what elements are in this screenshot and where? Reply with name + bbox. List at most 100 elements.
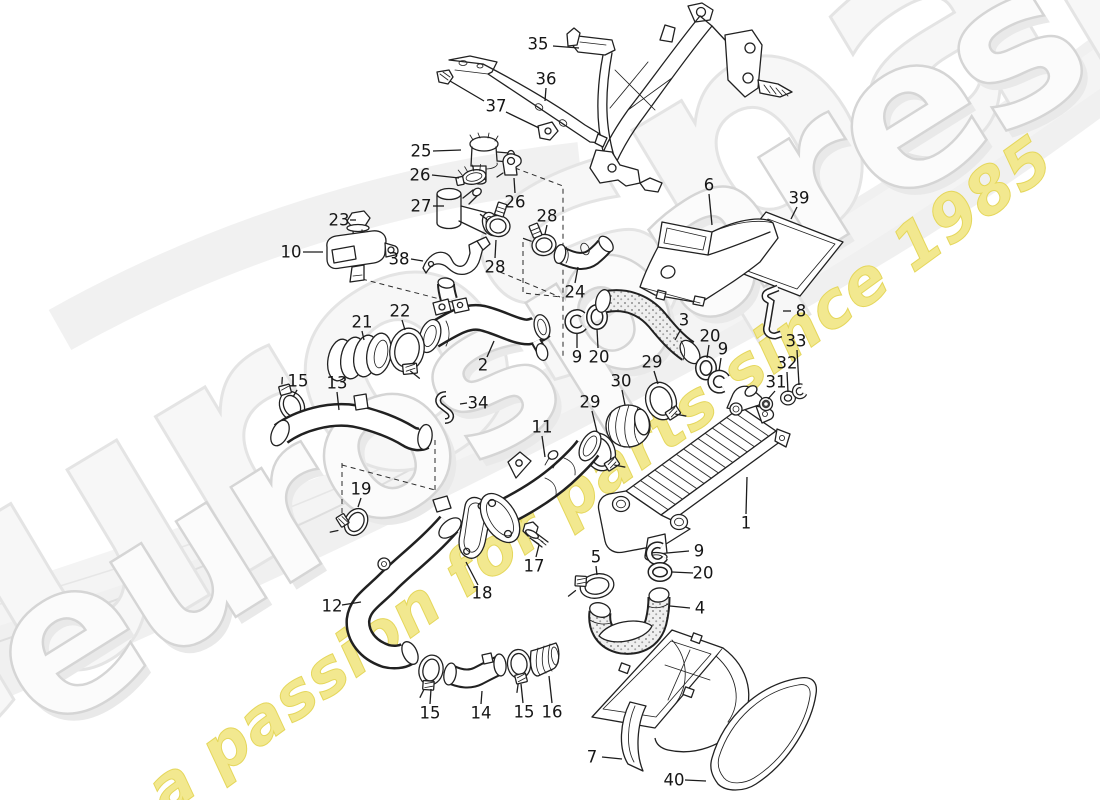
callout-15a[interactable]: 15 [288, 372, 309, 398]
callout-10[interactable]: 10 [281, 243, 324, 262]
svg-text:39: 39 [789, 189, 810, 208]
callout-31[interactable]: 31 [766, 373, 787, 400]
callout-40[interactable]: 40 [664, 771, 707, 790]
part-17-bolt [522, 521, 549, 548]
callout-36[interactable]: 36 [536, 70, 557, 102]
svg-text:28: 28 [485, 258, 506, 277]
watermark-swoosh [0, 444, 431, 605]
svg-text:19: 19 [351, 480, 372, 499]
callout-1[interactable]: 1 [741, 476, 752, 533]
part-15-clamp [418, 654, 444, 698]
callout-28a[interactable]: 28 [537, 207, 558, 235]
callout-12[interactable]: 12 [322, 597, 362, 616]
construction-lines [341, 167, 564, 517]
part-26-clip [496, 153, 522, 178]
callout-19[interactable]: 19 [351, 480, 372, 508]
part-13-hose [270, 393, 433, 452]
callout-25[interactable]: 25 [411, 142, 462, 161]
callout-27[interactable]: 27 [411, 197, 445, 216]
watermark-swoosh [0, 45, 1100, 626]
svg-text:18: 18 [472, 584, 493, 603]
part-38-bracket [422, 236, 491, 276]
part-28-clamp [479, 201, 511, 238]
part-29-clamp [644, 381, 687, 421]
callout-29b[interactable]: 29 [580, 393, 601, 433]
svg-text:36: 36 [536, 70, 557, 89]
callout-34[interactable]: 34 [459, 394, 489, 413]
callout-14[interactable]: 14 [471, 690, 492, 723]
construction-line [514, 167, 564, 357]
part-37-clip [436, 69, 559, 141]
svg-text:4: 4 [695, 599, 706, 618]
construction-line [341, 464, 436, 491]
svg-text:40: 40 [664, 771, 685, 790]
callout-26b[interactable]: 26 [505, 177, 526, 212]
svg-text:9: 9 [694, 542, 705, 561]
callout-5[interactable]: 5 [591, 548, 602, 576]
svg-text:23: 23 [329, 211, 350, 230]
svg-text:30: 30 [611, 372, 632, 391]
svg-text:9: 9 [718, 340, 729, 359]
callout-20c[interactable]: 20 [671, 564, 714, 583]
callout-7[interactable]: 7 [587, 748, 623, 767]
callout-9b[interactable]: 9 [718, 340, 729, 372]
callout-20b[interactable]: 20 [700, 327, 721, 359]
callout-39[interactable]: 39 [789, 189, 810, 220]
callout-22[interactable]: 22 [390, 302, 411, 331]
callout-35[interactable]: 35 [528, 35, 580, 54]
svg-text:37: 37 [486, 97, 507, 116]
part-11-pipe [479, 430, 602, 544]
callout-32[interactable]: 32 [777, 354, 798, 393]
callout-37[interactable]: 37 [449, 80, 540, 129]
callout-2[interactable]: 2 [478, 340, 495, 375]
part-21-sleeve [326, 332, 393, 382]
part-24-hose [553, 235, 614, 270]
callout-24[interactable]: 24 [565, 266, 586, 302]
callout-9c[interactable]: 9 [666, 542, 705, 561]
construction-line [361, 278, 468, 307]
callout-15c[interactable]: 15 [514, 683, 535, 722]
callout-11[interactable]: 11 [532, 418, 553, 458]
callout-9a[interactable]: 9 [572, 334, 583, 367]
svg-text:2: 2 [478, 356, 489, 375]
callout-6[interactable]: 6 [704, 176, 715, 226]
svg-text:31: 31 [766, 373, 787, 392]
callout-21[interactable]: 21 [352, 313, 373, 341]
svg-text:12: 12 [322, 597, 343, 616]
callout-16[interactable]: 16 [542, 675, 563, 722]
callout-17[interactable]: 17 [524, 544, 545, 576]
part-9-clip [707, 369, 730, 394]
svg-text:20: 20 [693, 564, 714, 583]
callout-20a[interactable]: 20 [589, 328, 610, 367]
svg-text:29: 29 [580, 393, 601, 412]
svg-text:15: 15 [288, 372, 309, 391]
svg-text:26: 26 [505, 193, 526, 212]
callout-3[interactable]: 3 [674, 311, 689, 341]
svg-text:25: 25 [411, 142, 432, 161]
part-1-intercooler [597, 385, 791, 563]
svg-text:14: 14 [471, 704, 492, 723]
callout-26a[interactable]: 26 [410, 166, 460, 185]
callout-18[interactable]: 18 [465, 561, 493, 603]
part-22-clamp [389, 327, 425, 379]
part-8-bracket [761, 284, 783, 340]
part-40-seal-panel [710, 676, 818, 791]
part-5-clamp [567, 573, 615, 599]
callout-30[interactable]: 30 [611, 372, 632, 406]
part-2-y-pipe [418, 277, 551, 361]
svg-text:1: 1 [741, 514, 752, 533]
callout-29a[interactable]: 29 [642, 353, 663, 385]
callout-13[interactable]: 13 [327, 374, 348, 411]
callout-28b[interactable]: 28 [485, 239, 506, 277]
callout-8[interactable]: 8 [783, 302, 806, 321]
callout-33[interactable]: 33 [786, 332, 807, 386]
part-20-oring [647, 562, 673, 582]
callout-15b[interactable]: 15 [420, 688, 441, 723]
callout-23[interactable]: 23 [329, 211, 357, 230]
svg-text:13: 13 [327, 374, 348, 393]
construction-line [499, 271, 561, 298]
callout-38[interactable]: 38 [389, 250, 424, 269]
callout-4[interactable]: 4 [669, 599, 706, 618]
svg-text:11: 11 [532, 418, 553, 437]
